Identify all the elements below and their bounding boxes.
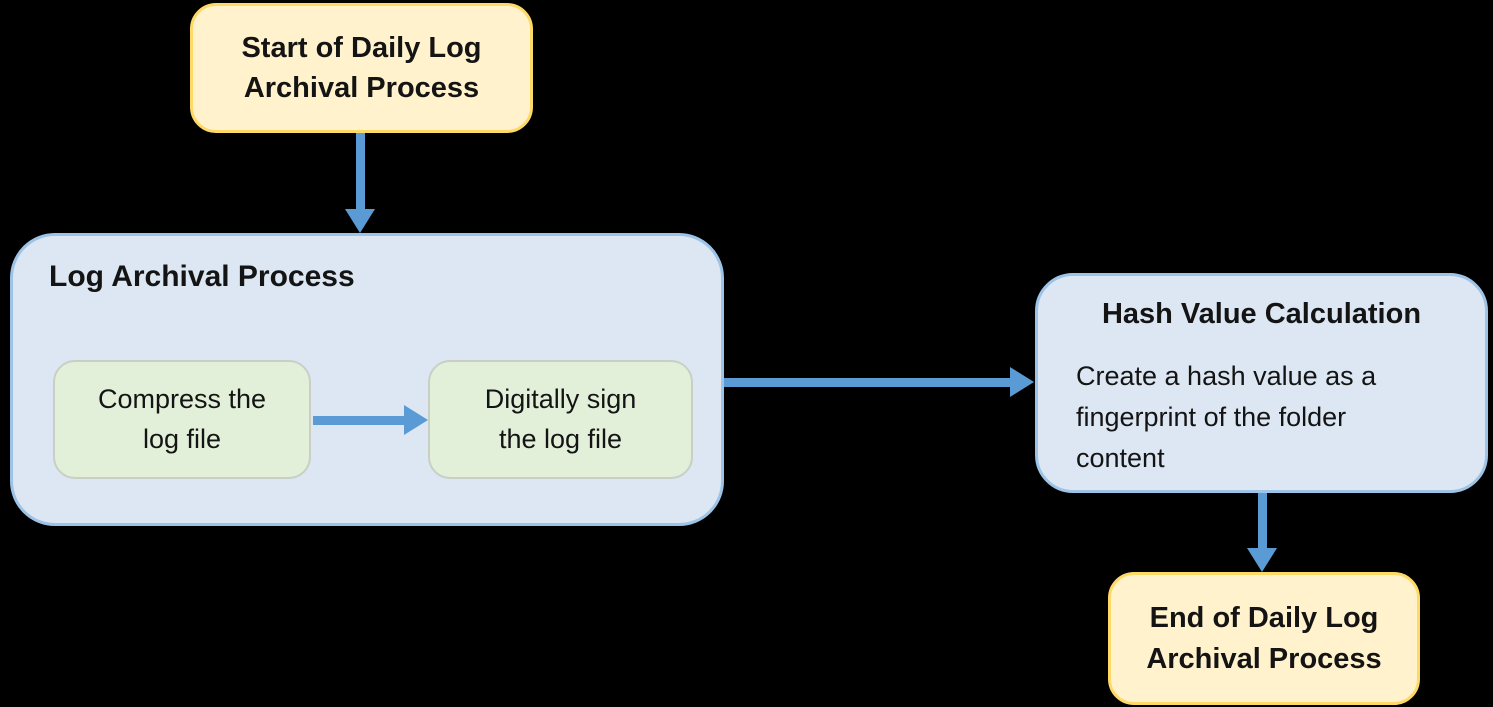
start-node-label: Start of Daily Log Archival Process [241,31,482,104]
end-node: End of Daily Log Archival Process [1108,572,1420,705]
sign-step-node: Digitally sign the log file [428,360,693,479]
arrow-shaft [355,133,365,209]
arrow-shaft [1257,493,1267,548]
log-archival-process-title: Log Archival Process [49,260,355,293]
arrowhead-down-icon [1247,548,1277,572]
start-node: Start of Daily Log Archival Process [190,3,533,133]
arrowhead-right-icon [404,405,428,435]
arrowhead-right-icon [1010,367,1034,397]
compress-step-label: Compress the log file [97,384,267,454]
arrow-compress-to-sign [313,405,428,435]
sign-step-label: Digitally sign the log file [484,384,637,454]
arrow-shaft [313,415,404,425]
hash-node-title: Hash Value Calculation [1101,298,1422,330]
arrowhead-down-icon [345,209,375,233]
arrow-shaft [724,377,1010,387]
arrow-hash-to-end [1247,493,1277,572]
hash-value-calculation-node: Hash Value Calculation Create a hash val… [1035,273,1488,493]
log-archival-process-node: Log Archival Process Compress the log fi… [10,233,724,526]
hash-node-description: Create a hash value as a fingerprint of … [1076,361,1377,474]
arrow-start-to-process [345,133,375,233]
compress-step-node: Compress the log file [53,360,311,479]
end-node-label: End of Daily Log Archival Process [1146,602,1382,675]
arrow-process-to-hash [724,367,1034,397]
